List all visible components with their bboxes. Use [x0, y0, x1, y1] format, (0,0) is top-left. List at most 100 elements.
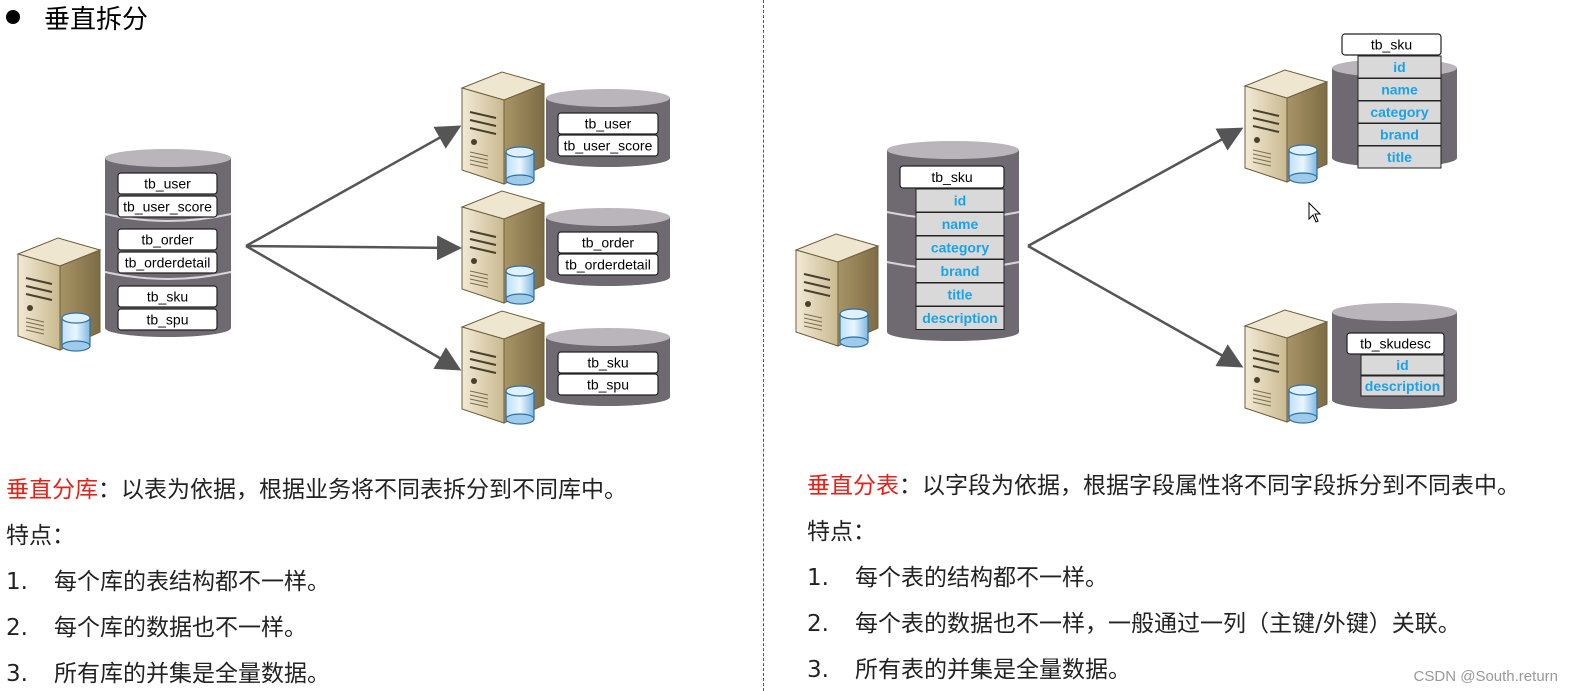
- right-target1-field-4: brand: [1380, 127, 1419, 143]
- right-target2-server: [1243, 309, 1329, 424]
- right-target1-server-front: [1244, 85, 1288, 183]
- right-source-table: tb_sku: [931, 169, 972, 185]
- left-source-table-5: tb_sku: [147, 289, 188, 305]
- left-target-server-3-slot: [469, 350, 497, 358]
- left-source-server-led: [27, 305, 33, 311]
- left-arrow-2: [245, 235, 462, 261]
- left-source-server-slot: [25, 285, 53, 293]
- right-source-server-slot: [803, 289, 831, 297]
- left-target-cylinder-2-top: [546, 208, 670, 226]
- right-target1-server-db-top: [1288, 144, 1318, 156]
- right-target2-field-2: description: [1365, 378, 1440, 394]
- left-target-server-1-vent: [469, 163, 489, 169]
- right-source-field-5: title: [948, 287, 973, 303]
- right-target1-server-led: [1254, 137, 1260, 143]
- table-boxes: tb_usertb_user_scoretb_ordertb_orderdeta…: [117, 33, 1445, 397]
- left-target-1-table-1-box: [557, 112, 659, 135]
- right-point-1: 1.每个表的结构都不一样。: [807, 558, 1108, 592]
- left-target-server-1-slot: [469, 111, 497, 119]
- right-target2-table: tb_skudesc: [1360, 336, 1431, 352]
- right-point-1-text: 每个表的结构都不一样。: [855, 565, 1108, 591]
- left-target-server-3-vent: [469, 390, 489, 396]
- right-target1-server-vent: [1252, 157, 1272, 163]
- right-target1-table-box: [1341, 33, 1442, 56]
- right-source-server-db-bottom: [839, 336, 869, 348]
- left-target-server-1-db-bottom: [505, 174, 535, 186]
- right-heading: 垂直分表：以字段为依据，根据字段属性将不同字段拆分到不同表中。: [807, 466, 1520, 500]
- left-target-server-1-slot: [469, 127, 497, 135]
- left-target-server-1-led: [471, 139, 477, 145]
- right-source-server-vent: [803, 321, 823, 327]
- left-heading: 垂直分库：以表为依据，根据业务将不同表拆分到不同库中。: [6, 470, 627, 504]
- left-target-server-3-db-top: [505, 385, 535, 397]
- left-target-server-3: [460, 310, 546, 425]
- right-target2-table-box: [1346, 332, 1445, 355]
- left-source-table-3-box: [117, 228, 218, 251]
- left-target-cylinder-3-top: [546, 328, 670, 346]
- left-target-server-2-vent: [469, 270, 489, 276]
- right-target1-field-1: id: [1393, 59, 1405, 75]
- right-target2-cylinder-top: [1332, 303, 1457, 321]
- right-source-field-3: category: [931, 240, 990, 256]
- right-heading-rest: ：以字段为依据，根据字段属性将不同字段拆分到不同表中。: [899, 473, 1520, 499]
- left-source-server-vent: [25, 321, 45, 327]
- servers: [16, 69, 1329, 425]
- left-target-2-table-2: tb_orderdetail: [565, 257, 651, 273]
- left-target-server-2-vent: [469, 278, 489, 284]
- left-target-2-table-1: tb_order: [582, 235, 634, 251]
- right-features-label: 特点：: [807, 519, 876, 545]
- left-point-3-num: 3.: [6, 661, 28, 687]
- left-target-server-3-vent: [469, 398, 489, 404]
- left-target-1-table-2: tb_user_score: [564, 138, 653, 154]
- right-target2-server-vent: [1252, 397, 1272, 403]
- left-source-table-5-box: [117, 285, 218, 308]
- left-target-server-1-db-top: [505, 146, 535, 158]
- left-target-server-3-led: [471, 378, 477, 384]
- right-target1-server-slot: [1252, 117, 1280, 125]
- right-point-3-num: 3.: [807, 657, 829, 683]
- left-target-server-2-db-top: [505, 265, 535, 277]
- left-source-server-front: [17, 253, 61, 351]
- watermark: CSDN @South.return: [1413, 668, 1558, 685]
- left-target-cylinder-1-top: [546, 89, 670, 107]
- right-source-server-db-top: [839, 308, 869, 320]
- section-title: 垂直拆分: [6, 0, 148, 35]
- left-target-server-1-vent: [469, 159, 489, 165]
- left-heading-rest: ：以表为依据，根据业务将不同表拆分到不同库中。: [98, 477, 627, 503]
- right-target1-server-vent: [1252, 161, 1272, 167]
- right-arrow-1: [1027, 127, 1244, 248]
- bullet-icon: [6, 10, 20, 24]
- left-target-server-2-slot: [469, 246, 497, 254]
- left-target-2-table-1-box: [557, 231, 659, 254]
- right-target2-server-db-top: [1288, 384, 1318, 396]
- left-point-1-text: 每个库的表结构都不一样。: [54, 569, 330, 595]
- left-point-2: 2.每个库的数据也不一样。: [6, 608, 307, 642]
- left-target-server-1-vent: [469, 151, 489, 157]
- left-target-1-table-2-box: [557, 134, 659, 157]
- left-point-3: 3. 所有库的并集是全量数据。: [6, 654, 330, 688]
- left-target-server-3-vent: [469, 402, 489, 408]
- right-target2-server-vent: [1252, 393, 1272, 399]
- left-target-server-3-db-bottom: [505, 413, 535, 425]
- right-target1-server-slot: [1252, 125, 1280, 133]
- right-source-server: [794, 233, 880, 348]
- left-target-server-2-vent: [469, 274, 489, 280]
- right-target1-field-2: name: [1381, 82, 1418, 98]
- right-target1-server-vent: [1252, 153, 1272, 159]
- right-target1-server: [1243, 69, 1329, 184]
- left-target-server-1: [460, 71, 546, 186]
- left-point-1-num: 1.: [6, 569, 28, 595]
- left-target-server-2-slot: [469, 230, 497, 238]
- right-target2-server-slot: [1252, 349, 1280, 357]
- left-target-server-2-db-bottom: [505, 293, 535, 305]
- left-features-label: 特点：: [6, 523, 75, 549]
- left-source-server-db-top: [61, 312, 91, 324]
- left-point-3-text: 所有库的并集是全量数据。: [54, 661, 330, 687]
- left-target-3-table-2: tb_spu: [587, 377, 629, 393]
- right-source-server-vent: [803, 313, 823, 319]
- right-target1-server-vent: [1252, 149, 1272, 155]
- left-source-table-6-box: [117, 308, 218, 331]
- left-source-server-slot: [25, 293, 53, 301]
- right-source-field-4: brand: [941, 263, 980, 279]
